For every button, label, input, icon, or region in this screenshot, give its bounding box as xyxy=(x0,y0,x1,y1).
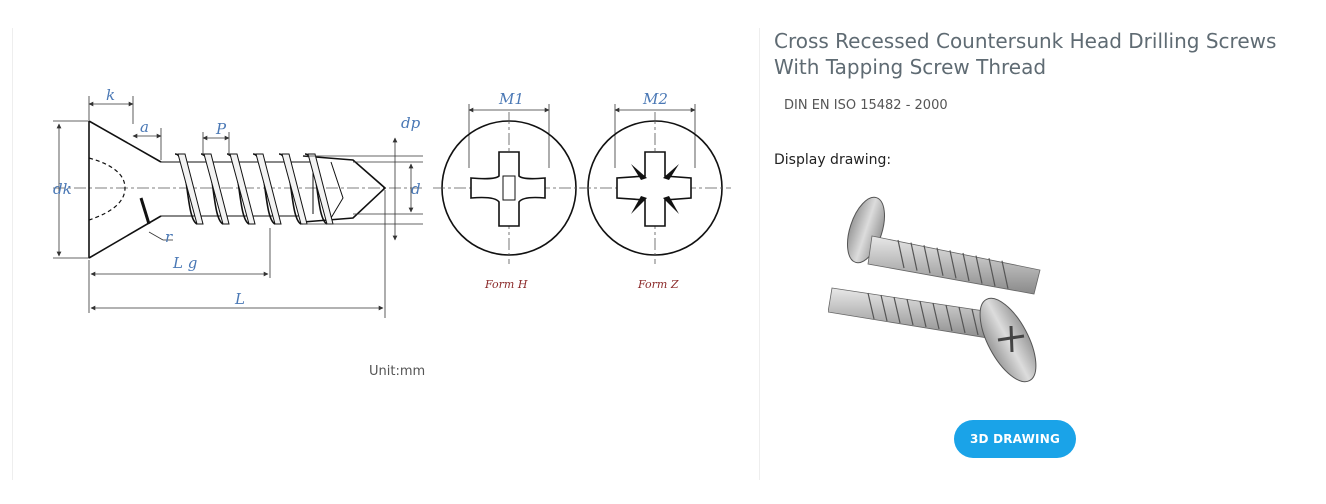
form-z-label: Form Z xyxy=(637,278,679,291)
dim-label-m1: M1 xyxy=(498,90,524,108)
render-thread-line xyxy=(1001,260,1009,289)
render-thread-line xyxy=(962,252,970,282)
dim-label-m2: M2 xyxy=(642,90,668,108)
render-thread-line xyxy=(958,306,966,334)
dim-label-a: a xyxy=(140,118,149,136)
technical-drawing: k a P dp dk d r L g L M1 M2 xyxy=(53,86,731,318)
dim-label-lg: L g xyxy=(172,254,197,272)
render-thread-line xyxy=(923,245,931,274)
screw-render-front xyxy=(828,287,1037,383)
dim-label-k: k xyxy=(106,86,115,104)
form-h-head-view xyxy=(433,112,585,264)
dim-label-p: P xyxy=(215,120,227,138)
render-thread-line xyxy=(945,304,953,332)
render-thread-line xyxy=(936,247,944,276)
render-thread-line xyxy=(919,300,927,328)
display-drawing-label: Display drawing: xyxy=(774,152,892,168)
screw-render-back xyxy=(847,196,1041,295)
technical-drawing-panel: k a P dp dk d r L g L M1 M2 xyxy=(12,28,760,480)
render-thread-line xyxy=(893,296,901,324)
product-info-panel: Cross Recessed Countersunk Head Drilling… xyxy=(774,28,1314,480)
dim-label-d: d xyxy=(411,180,421,198)
dim-label-dk: dk xyxy=(53,180,72,198)
render-thread-line xyxy=(971,308,979,336)
product-title: Cross Recessed Countersunk Head Drilling… xyxy=(774,29,1277,79)
render-thread-line xyxy=(988,258,996,287)
render-thread-line xyxy=(932,302,940,330)
form-z-head-view xyxy=(579,112,731,264)
render-thread-line xyxy=(880,294,888,322)
render-thread-line xyxy=(975,255,983,284)
thread-crest xyxy=(177,153,204,225)
dim-label-r: r xyxy=(165,228,173,246)
render-thread-line xyxy=(906,298,914,326)
thread-crest xyxy=(255,153,282,225)
standard-reference: DIN EN ISO 15482 - 2000 xyxy=(784,98,948,113)
thread-crest xyxy=(229,153,256,225)
dim-label-l: L xyxy=(234,290,245,308)
fillet-mark xyxy=(139,197,151,225)
render-thread-line xyxy=(910,242,918,271)
dimension-lines xyxy=(53,96,423,318)
3d-drawing-button[interactable]: 3D DRAWING xyxy=(954,420,1076,458)
thread-crest xyxy=(203,153,230,225)
unit-label: Unit:mm xyxy=(369,364,426,379)
render-thread-line xyxy=(897,239,905,269)
form-h-label: Form H xyxy=(484,278,528,291)
render-thread-line xyxy=(949,250,957,279)
screw-3d-render xyxy=(828,196,1041,383)
render-thread-line xyxy=(867,292,875,320)
dim-label-dp: dp xyxy=(401,114,421,132)
screw-threads xyxy=(174,153,334,225)
